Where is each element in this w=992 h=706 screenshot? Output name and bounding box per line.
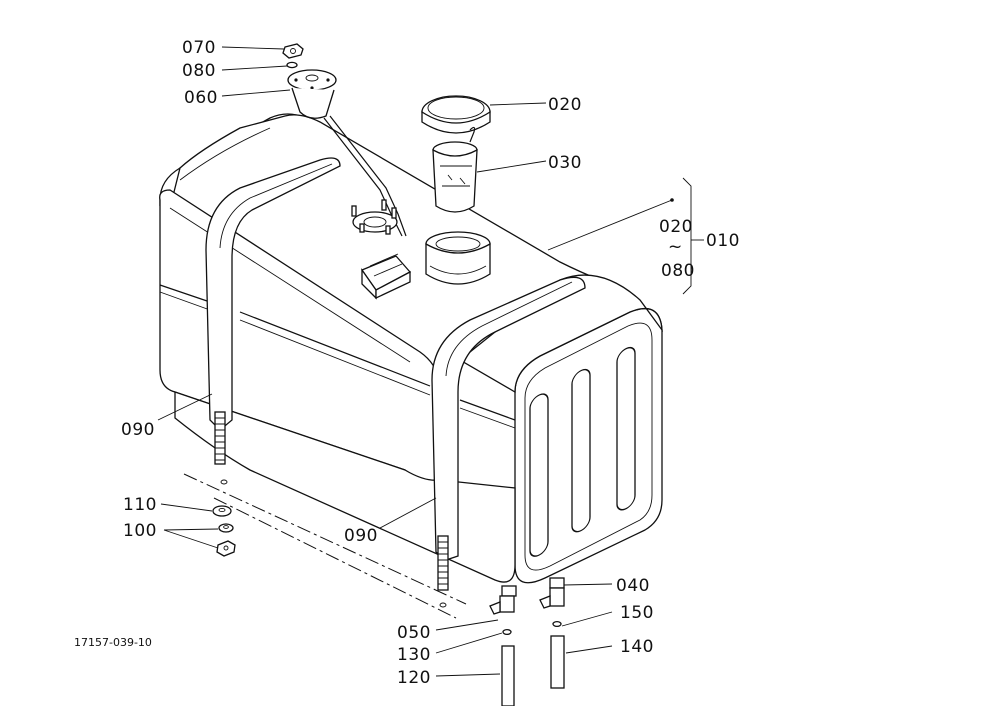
strainer [432, 126, 478, 213]
washer-110 [212, 505, 232, 517]
filler-neck [425, 231, 491, 285]
label-150: 150 [620, 603, 654, 623]
strap-left [205, 157, 341, 485]
mount-line-lower [213, 497, 457, 619]
fuel-cock-040 [539, 577, 565, 689]
strap-right [431, 276, 586, 608]
mount-line-upper [183, 473, 467, 605]
label-120: 120 [397, 668, 431, 688]
drain-cock-050 [489, 585, 517, 706]
fuel-tank [159, 113, 663, 584]
tank-top-bevel [458, 274, 663, 394]
label-010: 010 [706, 231, 740, 251]
label-set-tilde: ~ [668, 237, 683, 257]
label-070: 070 [182, 38, 216, 58]
sender-mount-hole [351, 199, 398, 235]
label-020: 020 [548, 95, 582, 115]
label-080: 080 [182, 61, 216, 81]
label-050: 050 [397, 623, 431, 643]
label-110: 110 [123, 495, 157, 515]
front-rib-1 [529, 393, 549, 557]
label-130: 130 [397, 645, 431, 665]
label-040: 040 [616, 576, 650, 596]
label-set-from: 020 [659, 217, 693, 237]
nut-100 [216, 540, 236, 557]
filler-cap [421, 95, 491, 134]
tank-bottom-side [174, 391, 516, 583]
front-rib-3 [616, 346, 636, 511]
figure-code: 17157-039-10 [74, 636, 152, 649]
front-rib-2 [571, 368, 591, 533]
washer-100 [218, 523, 234, 533]
float [361, 253, 412, 300]
tank-side-seam [159, 284, 516, 421]
fuel-sender-unit [282, 43, 407, 237]
leader-lines [157, 46, 704, 677]
label-140: 140 [620, 637, 654, 657]
label-090-right: 090 [344, 526, 378, 546]
label-030: 030 [548, 153, 582, 173]
label-100: 100 [123, 521, 157, 541]
label-set-to: 080 [661, 261, 695, 281]
label-090-left: 090 [121, 420, 155, 440]
front-panel-border [524, 322, 653, 571]
label-060: 060 [184, 88, 218, 108]
tank-side-seam-inner [159, 291, 516, 429]
part-labels: 070 080 060 020 030 020 ~ 080 010 090 09… [74, 38, 740, 688]
